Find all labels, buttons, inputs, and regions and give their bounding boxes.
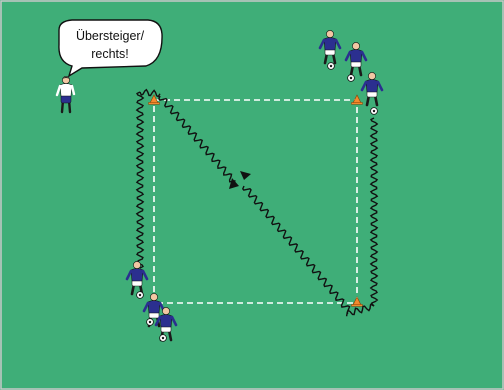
ball-icon <box>328 63 335 70</box>
callout-line-1: Übersteiger/ <box>76 29 145 43</box>
ball-icon <box>147 319 154 326</box>
ball-icon <box>371 108 378 115</box>
callout-line-2: rechts! <box>91 47 129 61</box>
ball-icon <box>160 335 167 342</box>
ball-icon <box>137 292 144 299</box>
ball-icon <box>348 75 355 82</box>
